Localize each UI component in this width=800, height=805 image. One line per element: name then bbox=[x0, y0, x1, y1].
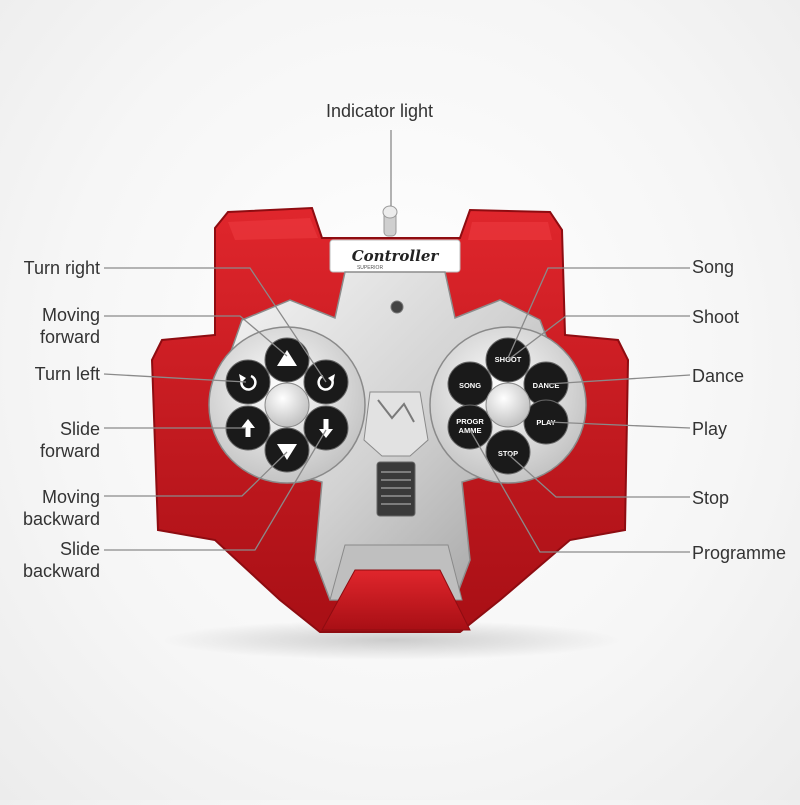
stop-button-label: STOP bbox=[498, 449, 518, 458]
arrow-up-icon bbox=[277, 350, 297, 366]
label-stop: Stop bbox=[692, 488, 730, 508]
leader-slide-backward bbox=[104, 429, 327, 551]
label-turn-right: Turn right bbox=[23, 258, 100, 278]
leader-dance bbox=[547, 374, 691, 385]
programme-button[interactable] bbox=[447, 404, 493, 450]
leader-turn-left bbox=[103, 373, 247, 383]
arrow-down-small-icon bbox=[319, 419, 333, 438]
label-dance: Dance bbox=[692, 366, 745, 386]
left-control-pad bbox=[208, 326, 366, 484]
label-song: Song bbox=[692, 257, 735, 277]
programme-button-label-1: PROGR bbox=[456, 417, 484, 426]
leader-programme bbox=[469, 429, 690, 553]
indicator-light-icon bbox=[382, 205, 398, 237]
right-pad-center bbox=[485, 382, 531, 428]
leader-shoot bbox=[507, 315, 690, 361]
play-button[interactable] bbox=[523, 399, 569, 445]
label-programme: Programme bbox=[692, 543, 787, 563]
play-button-label: PLAY bbox=[536, 418, 555, 427]
arrow-up-small-icon bbox=[241, 419, 255, 437]
label-indicator-light: Indicator light bbox=[326, 101, 434, 121]
left-pad-center bbox=[264, 382, 310, 428]
label-shoot: Shoot bbox=[692, 307, 740, 327]
leader-moving-forward bbox=[104, 315, 288, 357]
leader-stop bbox=[507, 453, 690, 498]
dance-button-label: DANCE bbox=[533, 381, 560, 390]
right-control-pad: SHOOT SONG DANCE PROGR AMME PLAY STOP bbox=[429, 326, 587, 484]
label-moving-backward: Moving backward bbox=[22, 487, 100, 529]
label-play: Play bbox=[692, 419, 728, 439]
song-button-label: SONG bbox=[459, 381, 481, 390]
leader-moving-backward bbox=[104, 451, 288, 497]
leader-play bbox=[547, 421, 691, 429]
controller-shadow bbox=[162, 620, 622, 660]
turn-left-button[interactable] bbox=[225, 359, 271, 405]
controller-logo: Controller SUPERIOR bbox=[329, 239, 461, 273]
logo-title: Controller bbox=[352, 247, 440, 265]
label-slide-forward: Slide forward bbox=[39, 419, 100, 461]
leader-lines bbox=[103, 130, 691, 553]
label-slide-backward: Slide backward bbox=[22, 539, 100, 581]
label-turn-left: Turn left bbox=[34, 364, 100, 384]
left-pad-buttons bbox=[225, 337, 349, 473]
label-moving-forward: Moving forward bbox=[39, 305, 100, 347]
leader-turn-right bbox=[104, 267, 327, 383]
logo-subtitle: SUPERIOR bbox=[357, 265, 384, 271]
leader-song bbox=[507, 267, 690, 359]
